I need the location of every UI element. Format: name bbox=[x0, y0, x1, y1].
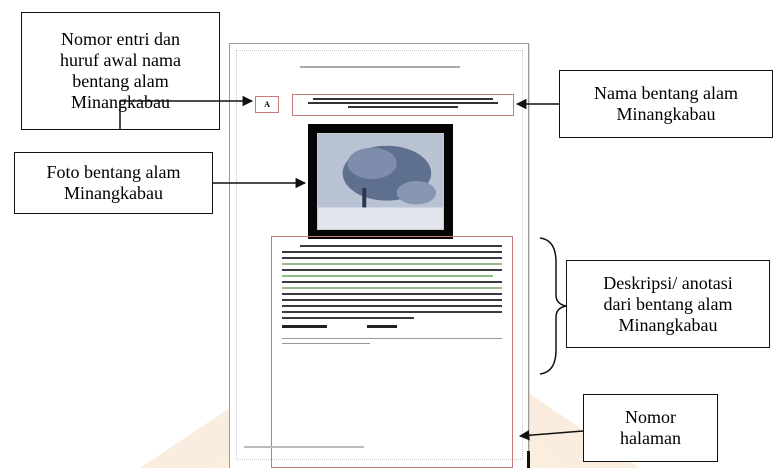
landscape-photo-frame bbox=[308, 124, 453, 239]
callout-description: Deskripsi/ anotasi dari bentang alam Min… bbox=[566, 260, 770, 348]
callout-landscape-photo-text: Foto bentang alam Minangkabau bbox=[46, 162, 181, 203]
entry-letter: A bbox=[264, 100, 270, 109]
callout-landscape-name: Nama bentang alam Minangkabau bbox=[559, 70, 773, 138]
reference-row bbox=[282, 325, 502, 328]
callout-entry-number: Nomor entri dan huruf awal nama bentang … bbox=[21, 12, 220, 130]
description-box bbox=[271, 236, 513, 468]
document-page: A bbox=[229, 43, 529, 468]
description-brace bbox=[539, 237, 567, 375]
callout-page-number: Nomor halaman bbox=[583, 394, 718, 462]
page-header bbox=[230, 66, 530, 68]
connector-page-number bbox=[518, 430, 584, 441]
callout-entry-number-text: Nomor entri dan huruf awal nama bentang … bbox=[60, 29, 181, 112]
callout-description-text: Deskripsi/ anotasi dari bentang alam Min… bbox=[603, 272, 733, 335]
page-margin-guide bbox=[236, 50, 523, 460]
callout-page-number-text: Nomor halaman bbox=[620, 407, 681, 448]
page-edge-marker bbox=[527, 451, 530, 468]
landscape-photo bbox=[317, 133, 444, 230]
entry-number-box: A bbox=[255, 96, 279, 113]
callout-landscape-name-text: Nama bentang alam Minangkabau bbox=[594, 83, 738, 124]
landscape-name-box bbox=[292, 94, 514, 116]
page-footer bbox=[244, 446, 364, 448]
callout-landscape-photo: Foto bentang alam Minangkabau bbox=[14, 152, 213, 214]
